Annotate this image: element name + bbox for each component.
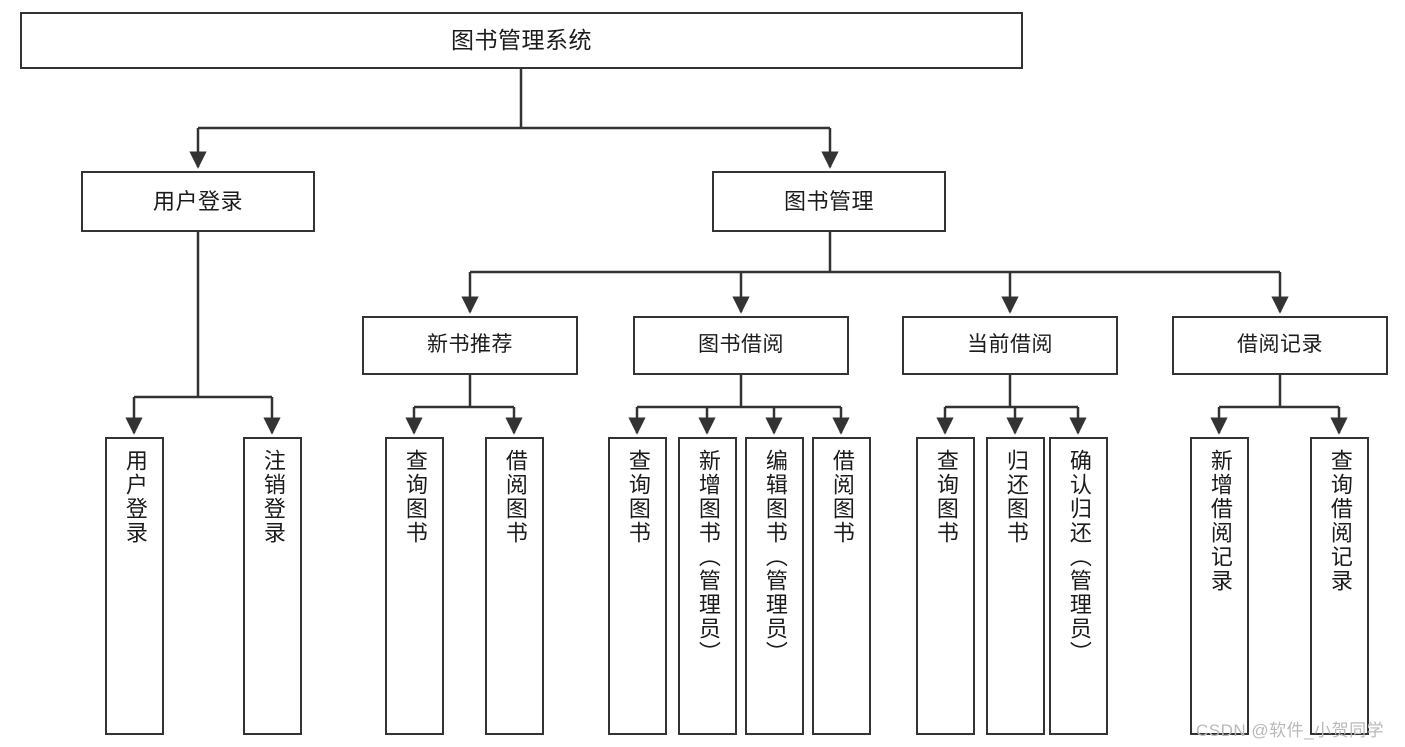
- node-book-borrow[interactable]: 图书借阅: [633, 316, 849, 375]
- node-book-management-label: 图书管理: [783, 188, 874, 214]
- leaf-node[interactable]: 用户登录: [105, 437, 164, 735]
- leaf-node[interactable]: 新增借阅记录: [1190, 437, 1249, 735]
- node-root[interactable]: 图书管理系统: [20, 12, 1023, 69]
- node-user-login-label: 用户登录: [152, 188, 243, 214]
- leaf-node-label: 查询图书: [402, 449, 428, 545]
- leaf-node-label: 用户登录: [122, 449, 148, 545]
- leaf-node[interactable]: 借阅图书: [812, 437, 871, 735]
- node-current-borrow-label: 当前借阅: [967, 333, 1053, 357]
- leaf-node-label: 注销登录: [260, 449, 286, 545]
- node-new-book-recommend[interactable]: 新书推荐: [362, 316, 578, 375]
- node-user-login[interactable]: 用户登录: [81, 171, 315, 232]
- leaf-node-label: 借阅图书: [502, 449, 528, 545]
- node-new-book-recommend-label: 新书推荐: [427, 333, 513, 357]
- node-root-label: 图书管理系统: [451, 26, 592, 53]
- node-book-borrow-label: 图书借阅: [698, 333, 784, 357]
- leaf-node-label: 新增图书（管理员）: [695, 449, 721, 665]
- leaf-node[interactable]: 确认归还（管理员）: [1049, 437, 1108, 735]
- node-current-borrow[interactable]: 当前借阅: [902, 316, 1118, 375]
- node-borrow-record[interactable]: 借阅记录: [1172, 316, 1388, 375]
- leaf-node[interactable]: 查询图书: [608, 437, 667, 735]
- leaf-node[interactable]: 归还图书: [986, 437, 1045, 735]
- leaf-node-label: 新增借阅记录: [1207, 449, 1233, 593]
- leaf-node-label: 编辑图书（管理员）: [762, 449, 788, 665]
- leaf-node-label: 查询借阅记录: [1327, 449, 1353, 593]
- csdn-watermark: CSDN @软件_小贺同学: [1196, 721, 1385, 740]
- leaf-node[interactable]: 查询借阅记录: [1310, 437, 1369, 735]
- leaf-node[interactable]: 注销登录: [243, 437, 302, 735]
- leaf-node-label: 确认归还（管理员）: [1066, 449, 1092, 665]
- leaf-node[interactable]: 新增图书（管理员）: [678, 437, 737, 735]
- leaf-node[interactable]: 编辑图书（管理员）: [745, 437, 804, 735]
- leaf-node[interactable]: 借阅图书: [485, 437, 544, 735]
- node-book-management[interactable]: 图书管理: [712, 171, 946, 232]
- leaf-node-label: 归还图书: [1003, 449, 1029, 545]
- leaf-node[interactable]: 查询图书: [385, 437, 444, 735]
- node-borrow-record-label: 借阅记录: [1237, 333, 1323, 357]
- leaf-node-label: 查询图书: [625, 449, 651, 545]
- leaf-node-label: 借阅图书: [829, 449, 855, 545]
- leaf-node[interactable]: 查询图书: [916, 437, 975, 735]
- leaf-node-label: 查询图书: [933, 449, 959, 545]
